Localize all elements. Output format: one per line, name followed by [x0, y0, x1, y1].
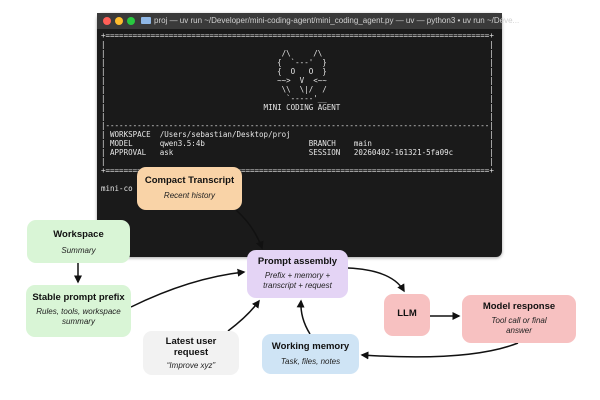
terminal-line: +=======================================… [101, 31, 494, 40]
prompt-assembly-subtitle-line1: Prefix + memory + [264, 271, 331, 280]
arrow-request-to-assembly [227, 299, 260, 332]
terminal-line: | WORKSPACE /Users/sebastian/Desktop/pro… [101, 130, 494, 139]
model-response-subtitle-line2: answer [506, 326, 532, 335]
terminal-line: | /\ /\ | [101, 49, 494, 58]
model-response-title: Model response [482, 301, 556, 312]
minimize-window-button[interactable] [115, 17, 123, 25]
terminal-titlebar: proj — uv run ~/Developer/mini-coding-ag… [97, 13, 520, 29]
latest-user-request-subtitle: “Improve xyz” [166, 361, 216, 370]
terminal-line: | MODEL qwen3.5:4b BRANCH main | [101, 139, 494, 148]
terminal-line: | \\ \|/ / | [101, 85, 494, 94]
terminal-line: | | [101, 40, 494, 49]
compact-transcript-title: Compact Transcript [144, 175, 235, 186]
terminal-line: | APPROVAL ask SESSION 20260402-161321-5… [101, 148, 494, 157]
prompt-assembly-box: Prompt assembly Prefix + memory + transc… [247, 250, 348, 298]
prompt-assembly-title: Prompt assembly [257, 256, 338, 267]
llm-title: LLM [397, 308, 417, 319]
latest-user-request-title-line1: Latest user [165, 336, 217, 347]
terminal-line: |---------------------------------------… [101, 121, 494, 130]
workspace-title: Workspace [53, 229, 104, 240]
working-memory-subtitle: Task, files, notes [280, 357, 341, 366]
latest-user-request-title-line2: request [173, 347, 209, 358]
model-response-subtitle-line1: Tool call or final [491, 316, 547, 325]
compact-transcript-box: Compact Transcript Recent history [137, 167, 242, 210]
terminal-line: | MINI CODING AGENT | [101, 103, 494, 112]
arrow-assembly-to-llm [347, 267, 405, 293]
terminal-window: proj — uv run ~/Developer/mini-coding-ag… [97, 13, 520, 257]
arrow-compact-to-assembly [235, 209, 264, 250]
close-window-button[interactable] [103, 17, 111, 25]
model-response-box: Model response Tool call or final answer [462, 295, 576, 343]
arrow-memory-to-assembly [296, 299, 311, 335]
stable-prompt-prefix-subtitle-line2: summary [62, 317, 95, 326]
maximize-window-button[interactable] [127, 17, 135, 25]
arrow-prefix-to-assembly [130, 268, 246, 308]
terminal-screen: +=======================================… [101, 31, 494, 193]
terminal-line: | | [101, 112, 494, 121]
llm-box: LLM [384, 294, 430, 336]
stable-prompt-prefix-subtitle-line1: Rules, tools, workspace [36, 307, 121, 316]
stable-prompt-prefix-title: Stable prompt prefix [32, 292, 125, 303]
workspace-subtitle: Summary [61, 246, 96, 255]
working-memory-box: Working memory Task, files, notes [262, 334, 359, 374]
stable-prompt-prefix-box: Stable prompt prefix Rules, tools, works… [26, 285, 131, 337]
terminal-line: mini-co [101, 184, 133, 193]
working-memory-title: Working memory [271, 341, 350, 352]
prompt-assembly-subtitle-line2: transcript + request [263, 281, 332, 290]
terminal-title: proj — uv run ~/Developer/mini-coding-ag… [154, 16, 520, 25]
folder-icon [141, 17, 151, 24]
terminal-line: | { O O } | [101, 67, 494, 76]
latest-user-request-box: Latest user request “Improve xyz” [143, 331, 239, 375]
terminal-line: +=======================================… [101, 166, 494, 175]
terminal-line: | | [101, 157, 494, 166]
arrow-response-to-memory [360, 342, 519, 360]
terminal-line: | `-----'__ | [101, 94, 494, 103]
compact-transcript-subtitle: Recent history [163, 191, 216, 200]
terminal-line: | { `---' } | [101, 58, 494, 67]
workspace-box: Workspace Summary [27, 220, 130, 263]
terminal-line: | ~~> V <~~ | [101, 76, 494, 85]
